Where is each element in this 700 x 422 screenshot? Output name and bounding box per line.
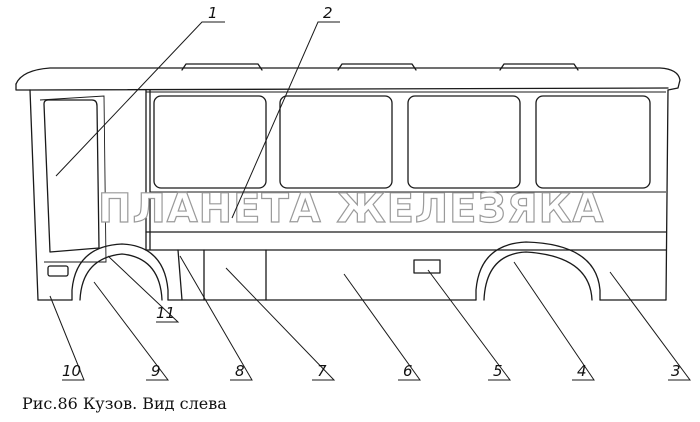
callout-3: 3	[671, 362, 681, 380]
callout-9: 9	[151, 362, 161, 380]
callout-5: 5	[493, 362, 503, 380]
callout-7: 7	[317, 362, 327, 380]
window-4	[535, 95, 651, 189]
window-3	[407, 95, 521, 189]
callout-2: 2	[323, 4, 333, 22]
headlight	[47, 265, 69, 277]
window-2	[279, 95, 393, 189]
callout-6: 6	[403, 362, 413, 380]
watermark: ПЛАНЕТА ЖЕЛЕЗЯКА	[98, 186, 604, 232]
callout-4: 4	[577, 362, 587, 380]
roof-vents	[181, 63, 579, 71]
callout-labels: 1 2 3 4 5 6 7 8 9 10 11	[62, 4, 681, 380]
fuel-hatch	[413, 259, 441, 274]
front-door	[39, 95, 107, 277]
window-1	[153, 95, 267, 189]
callout-1: 1	[208, 4, 218, 22]
wheel-arches	[71, 241, 601, 301]
side-windows	[146, 91, 666, 193]
bus-body-outline	[15, 67, 681, 301]
callout-8: 8	[235, 362, 245, 380]
figure-caption: Рис.86 Кузов. Вид слева	[22, 394, 227, 413]
callout-10: 10	[62, 362, 81, 380]
callout-11: 11	[156, 304, 175, 322]
leader-lines	[49, 21, 691, 381]
